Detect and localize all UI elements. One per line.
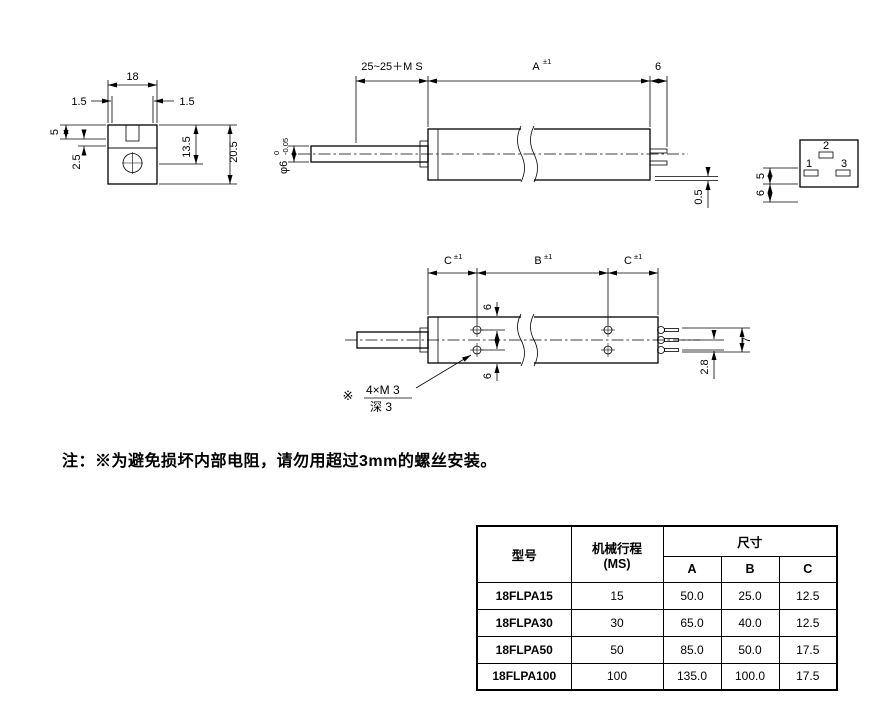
dim-shaft-diameter-label: φ6 [278,161,290,174]
table-row: 18FLPA15 15 50.0 25.0 12.5 [476,581,838,610]
terminal-pins [657,326,679,354]
slider-slot [125,124,140,142]
cell-b: 25.0 [720,581,780,610]
break-line [517,125,525,183]
header-travel: 机械行程(MS) [570,525,664,583]
dim-c-right-tolerance: ±1 [634,252,642,261]
dim-length-a-tolerance: ±1 [543,57,551,66]
header-b: B [720,555,780,583]
cell-c: 12.5 [778,608,838,637]
cell-b: 40.0 [720,608,780,637]
dim-depth5-label: 5 [49,129,61,135]
cell-model: 18FLPA100 [476,662,572,691]
dim-depth2-5-label: 2.5 [71,154,83,169]
dim-h13-5-label: 13.5 [181,136,193,157]
mounting-hole [601,343,615,357]
mounting-hole [470,323,484,337]
cross-section-view: 18 1.5 1.5 5 2.5 13.5 20.5 [49,71,240,185]
cell-c: 12.5 [778,581,838,610]
dim-shaft-tolerance-lower: -0.05 [281,138,290,155]
screw-depth-label: 深 3 [370,400,392,414]
mounting-hole [470,343,484,357]
cell-a: 85.0 [662,635,722,664]
dim-width-label: 18 [126,71,138,83]
table-row: 18FLPA30 30 65.0 40.0 12.5 [476,608,838,637]
dim-pin-pitch-label: 2.8 [699,359,711,374]
header-c: C [778,555,838,583]
dim-length-a-label: A [532,61,540,73]
cell-a: 65.0 [662,608,722,637]
spec-table: 型号 机械行程(MS) 尺寸 A B C 18FLPA15 15 50.0 25… [476,525,838,691]
dim-stroke-range-label: 25~25＋M S [361,61,422,73]
cell-travel: 50 [570,635,664,664]
cell-b: 50.0 [720,635,780,664]
cell-a: 50.0 [662,581,722,610]
dim-pin-thickness-label: 0.5 [693,189,705,204]
table-row: 18FLPA50 50 85.0 50.0 17.5 [476,635,838,664]
pin-3-label: 3 [841,158,847,170]
cell-model: 18FLPA30 [476,608,572,637]
side-view: 25~25＋M S A ±1 6 φ6 0 -0.05 0.5 [272,57,718,208]
dim-c-right-label: C [624,255,632,267]
pin-1-label: 1 [806,158,812,170]
hatched-section [107,124,158,149]
header-travel-line1: 机械行程 [591,541,642,556]
cell-c: 17.5 [778,635,838,664]
terminal-slot-1 [803,169,819,177]
table-row: 18FLPA100 100 135.0 100.0 17.5 [476,662,838,691]
dim-shaft-tolerance-upper: 0 [272,151,281,155]
dim-pin-span-label: 7 [741,337,753,343]
dim-b-tolerance: ±1 [544,252,552,261]
header-travel-line2: (MS) [603,556,631,571]
body [427,128,651,181]
dim-c-left-tolerance: ±1 [454,252,462,261]
header-model: 型号 [476,525,572,583]
terminal-pin [649,160,668,166]
cell-travel: 30 [570,608,664,637]
header-a: A [662,555,722,583]
terminal-slot-3 [835,169,851,177]
cell-model: 18FLPA15 [476,581,572,610]
cell-c: 17.5 [778,662,838,691]
dim-terminal-5-label: 5 [755,173,767,179]
technical-drawing: 18 1.5 1.5 5 2.5 13.5 20.5 [49,57,859,414]
mounting-view: C ±1 B ±1 C ±1 6 6 ※ 4×M 3 深 3 [343,252,753,414]
dim-lip-right-label: 1.5 [179,96,194,108]
reference-mark: ※ [343,388,354,403]
cell-model: 18FLPA50 [476,635,572,664]
dim-b-label: B [534,255,541,267]
mounting-hole [601,323,615,337]
terminal-slot-2 [818,151,834,159]
terminal-pin [649,148,668,154]
dim-c-left-label: C [444,255,452,267]
dim-hole-offset-bottom-label: 6 [482,373,494,379]
header-size: 尺寸 [662,525,838,557]
screw-spec-label: 4×M 3 [366,383,400,397]
cell-b: 100.0 [720,662,780,691]
cell-travel: 15 [570,581,664,610]
pin-2-label: 2 [823,140,829,152]
dim-pin-length-label: 6 [655,61,661,73]
dim-h20-5-label: 20.5 [228,141,240,162]
connector-body [799,139,859,188]
installation-note: 注：※为避免损坏内部电阻，请勿用超过3mm的螺丝安装。 [62,453,497,470]
dim-terminal-6-label: 6 [755,190,767,196]
dim-hole-offset-top-label: 6 [482,304,494,310]
cell-travel: 100 [570,662,664,691]
end-view: 2 1 3 5 6 [755,139,859,203]
dim-lip-left-label: 1.5 [71,96,86,108]
cell-a: 135.0 [662,662,722,691]
